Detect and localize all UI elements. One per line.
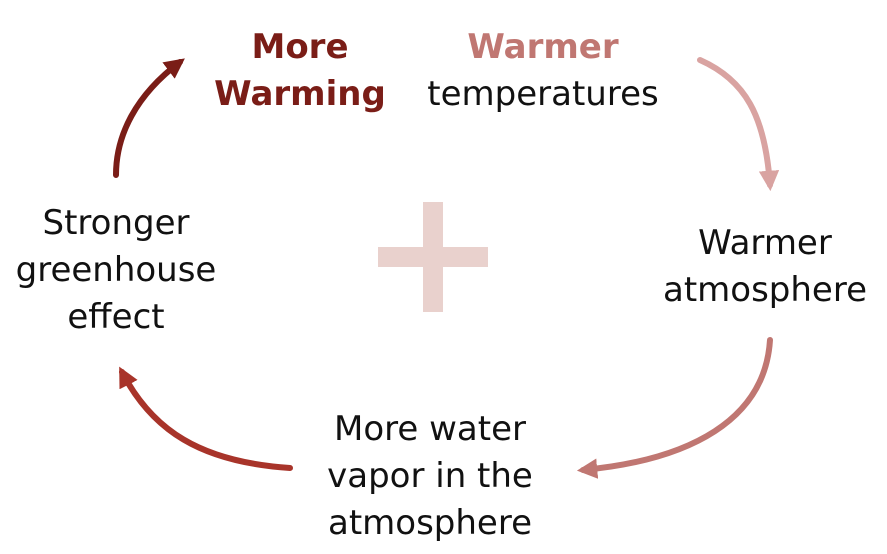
arrow-vapor-to-greenhouse bbox=[119, 366, 293, 471]
node-water-vapor-line2: vapor in the bbox=[327, 456, 533, 496]
node-warmer-temperatures-line1: Warmer bbox=[467, 27, 619, 67]
node-greenhouse-line2: greenhouse bbox=[15, 250, 217, 290]
node-warmer-atmosphere-line2: atmosphere bbox=[663, 270, 867, 310]
node-more-warming: More Warming bbox=[195, 24, 405, 118]
node-warmer-temperatures-line2: temperatures bbox=[427, 74, 659, 114]
node-water-vapor: More water vapor in the atmosphere bbox=[300, 406, 560, 547]
node-more-warming-line1: More bbox=[251, 27, 349, 67]
arrow-greenhouse-to-warming bbox=[113, 58, 185, 178]
node-water-vapor-line3: atmosphere bbox=[328, 503, 532, 543]
node-greenhouse-line3: effect bbox=[67, 297, 165, 337]
positive-feedback-plus-icon bbox=[378, 202, 488, 312]
node-warmer-temperatures: Warmer temperatures bbox=[408, 24, 678, 118]
node-warmer-atmosphere: Warmer atmosphere bbox=[645, 220, 885, 314]
arrow-temperatures-to-atmosphere bbox=[697, 57, 780, 192]
node-warmer-atmosphere-line1: Warmer bbox=[698, 223, 832, 263]
node-greenhouse-line1: Stronger bbox=[42, 203, 190, 243]
arrow-atmosphere-to-vapor bbox=[576, 337, 773, 479]
node-more-warming-line2: Warming bbox=[214, 74, 386, 114]
node-greenhouse-effect: Stronger greenhouse effect bbox=[0, 200, 232, 341]
node-water-vapor-line1: More water bbox=[334, 409, 526, 449]
